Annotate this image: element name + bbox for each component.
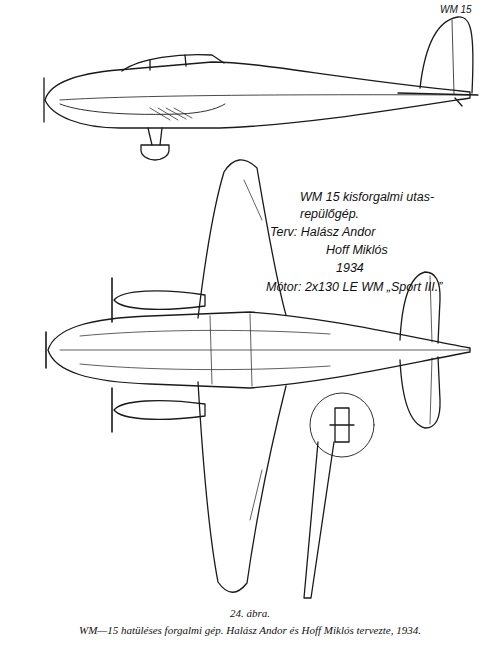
wheel xyxy=(141,145,169,160)
tail-marking: WM 15 xyxy=(440,4,472,15)
detail-wheel xyxy=(330,408,354,442)
detail-circle xyxy=(310,393,374,457)
caption: WM—15 hatüléses forgalmi gép. Halász And… xyxy=(79,624,421,636)
title-note: repülőgép. xyxy=(300,207,359,221)
lower-wing xyxy=(198,382,286,592)
upper-aileron xyxy=(244,180,262,220)
designer-note: Hoff Miklós xyxy=(326,243,388,257)
figure-number: 24. ábra. xyxy=(230,607,270,619)
lower-nacelle xyxy=(114,401,205,420)
stabilizer-side xyxy=(398,93,478,95)
canopy xyxy=(122,55,224,71)
fuselage-lines xyxy=(60,314,470,386)
year-note: 1934 xyxy=(336,261,364,275)
canopy-frame xyxy=(150,55,186,70)
engine-nacelle-side xyxy=(60,104,225,114)
fuselage-plan xyxy=(48,312,470,388)
fuselage-side xyxy=(45,62,470,128)
tail-skid xyxy=(455,98,462,106)
fuselage-line xyxy=(60,95,470,100)
nacelle-hatching xyxy=(150,108,192,120)
lower-stabilizer xyxy=(400,357,440,428)
engine-note: Mótor: 2x130 LE WM „Sport III.” xyxy=(266,280,442,294)
upper-nacelle xyxy=(114,291,205,310)
gear-strut-plan xyxy=(304,442,334,598)
elevator-lines xyxy=(430,276,432,424)
lower-aileron xyxy=(250,470,262,520)
title-note: WM 15 kisforgalmi utas- xyxy=(300,190,434,204)
propeller-side xyxy=(43,78,44,122)
gear-strut xyxy=(148,128,162,145)
rudder-line xyxy=(452,20,454,94)
designer-note: Terv: Halász Andor xyxy=(270,225,375,239)
fin xyxy=(420,17,473,93)
propellers-plan xyxy=(46,278,112,432)
